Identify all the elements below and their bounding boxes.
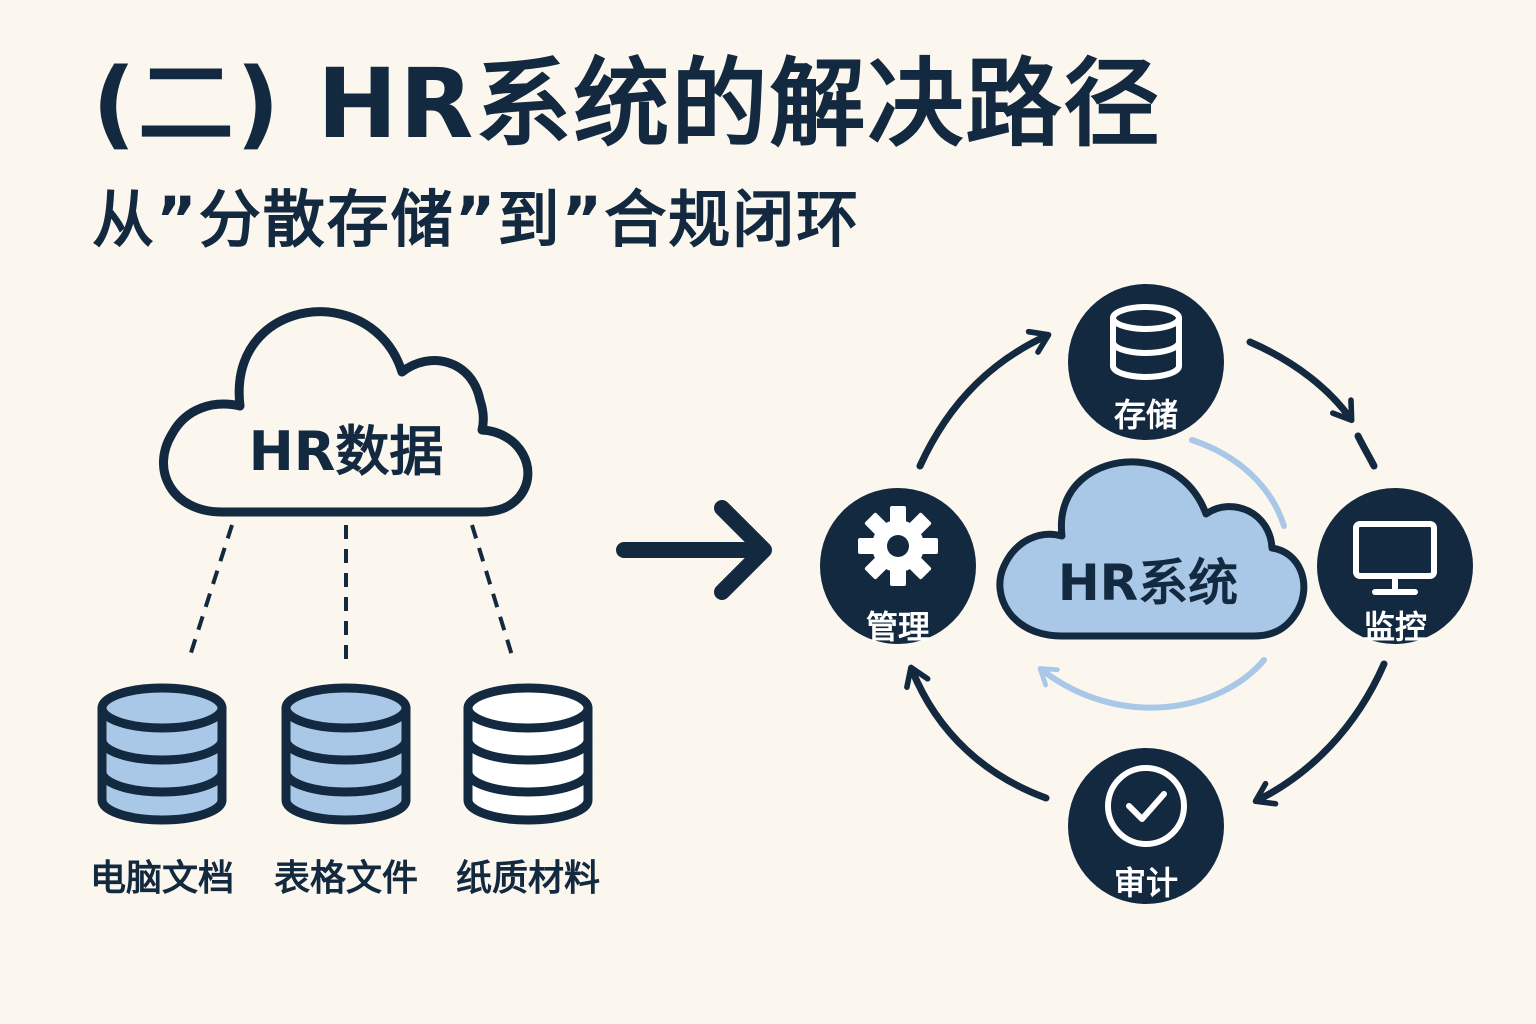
node-audit: 审计	[1068, 748, 1224, 904]
node-monitoring-label: 监控	[1363, 608, 1427, 646]
transition-arrow-icon	[616, 500, 772, 600]
page-title: (二) HR系统的解决路径	[92, 48, 1162, 160]
monitor-icon	[1353, 521, 1437, 595]
node-storage-label: 存储	[1114, 396, 1178, 434]
database-band	[463, 771, 593, 797]
database-band	[281, 771, 411, 797]
database-band	[281, 739, 411, 765]
node-monitoring: 监控	[1317, 488, 1473, 646]
node-management-label: 管理	[866, 608, 930, 646]
gear-tooth	[890, 506, 906, 524]
node-audit-label: 审计	[1114, 864, 1178, 902]
database-band	[97, 771, 227, 797]
gear-tooth	[858, 538, 876, 554]
page-subtitle: 从”分散存储”到”合规闭环	[92, 183, 861, 256]
source-cloud: HR数据	[159, 307, 533, 517]
database-lid	[463, 683, 593, 733]
inner-cycle-arrows	[1037, 437, 1287, 711]
gear-tooth	[890, 568, 906, 586]
gear-hole	[887, 535, 909, 557]
check-circle-icon	[1105, 765, 1187, 847]
center-cloud-label: HR系统	[1058, 554, 1238, 612]
database-label: 表格文件	[274, 858, 418, 899]
node-storage: 存储	[1068, 284, 1224, 440]
database-band	[463, 739, 593, 765]
source-databases: 电脑文档表格文件纸质材料	[90, 683, 600, 899]
database-icon	[1110, 304, 1182, 380]
database-1: 电脑文档	[90, 683, 234, 899]
center-cloud: HR系统	[996, 458, 1308, 640]
database-lid	[281, 683, 411, 733]
database-band	[97, 739, 227, 765]
database-3: 纸质材料	[456, 683, 600, 899]
database-label: 电脑文档	[90, 858, 234, 899]
node-management: 管理	[820, 488, 976, 646]
dashed-connectors	[186, 524, 516, 668]
source-cloud-label: HR数据	[249, 420, 444, 483]
database-label: 纸质材料	[456, 858, 600, 899]
gear-icon	[858, 506, 938, 586]
gear-tooth	[920, 538, 938, 554]
database-lid	[97, 683, 227, 733]
database-2: 表格文件	[274, 683, 418, 899]
outer-cycle-arrows	[904, 328, 1388, 807]
